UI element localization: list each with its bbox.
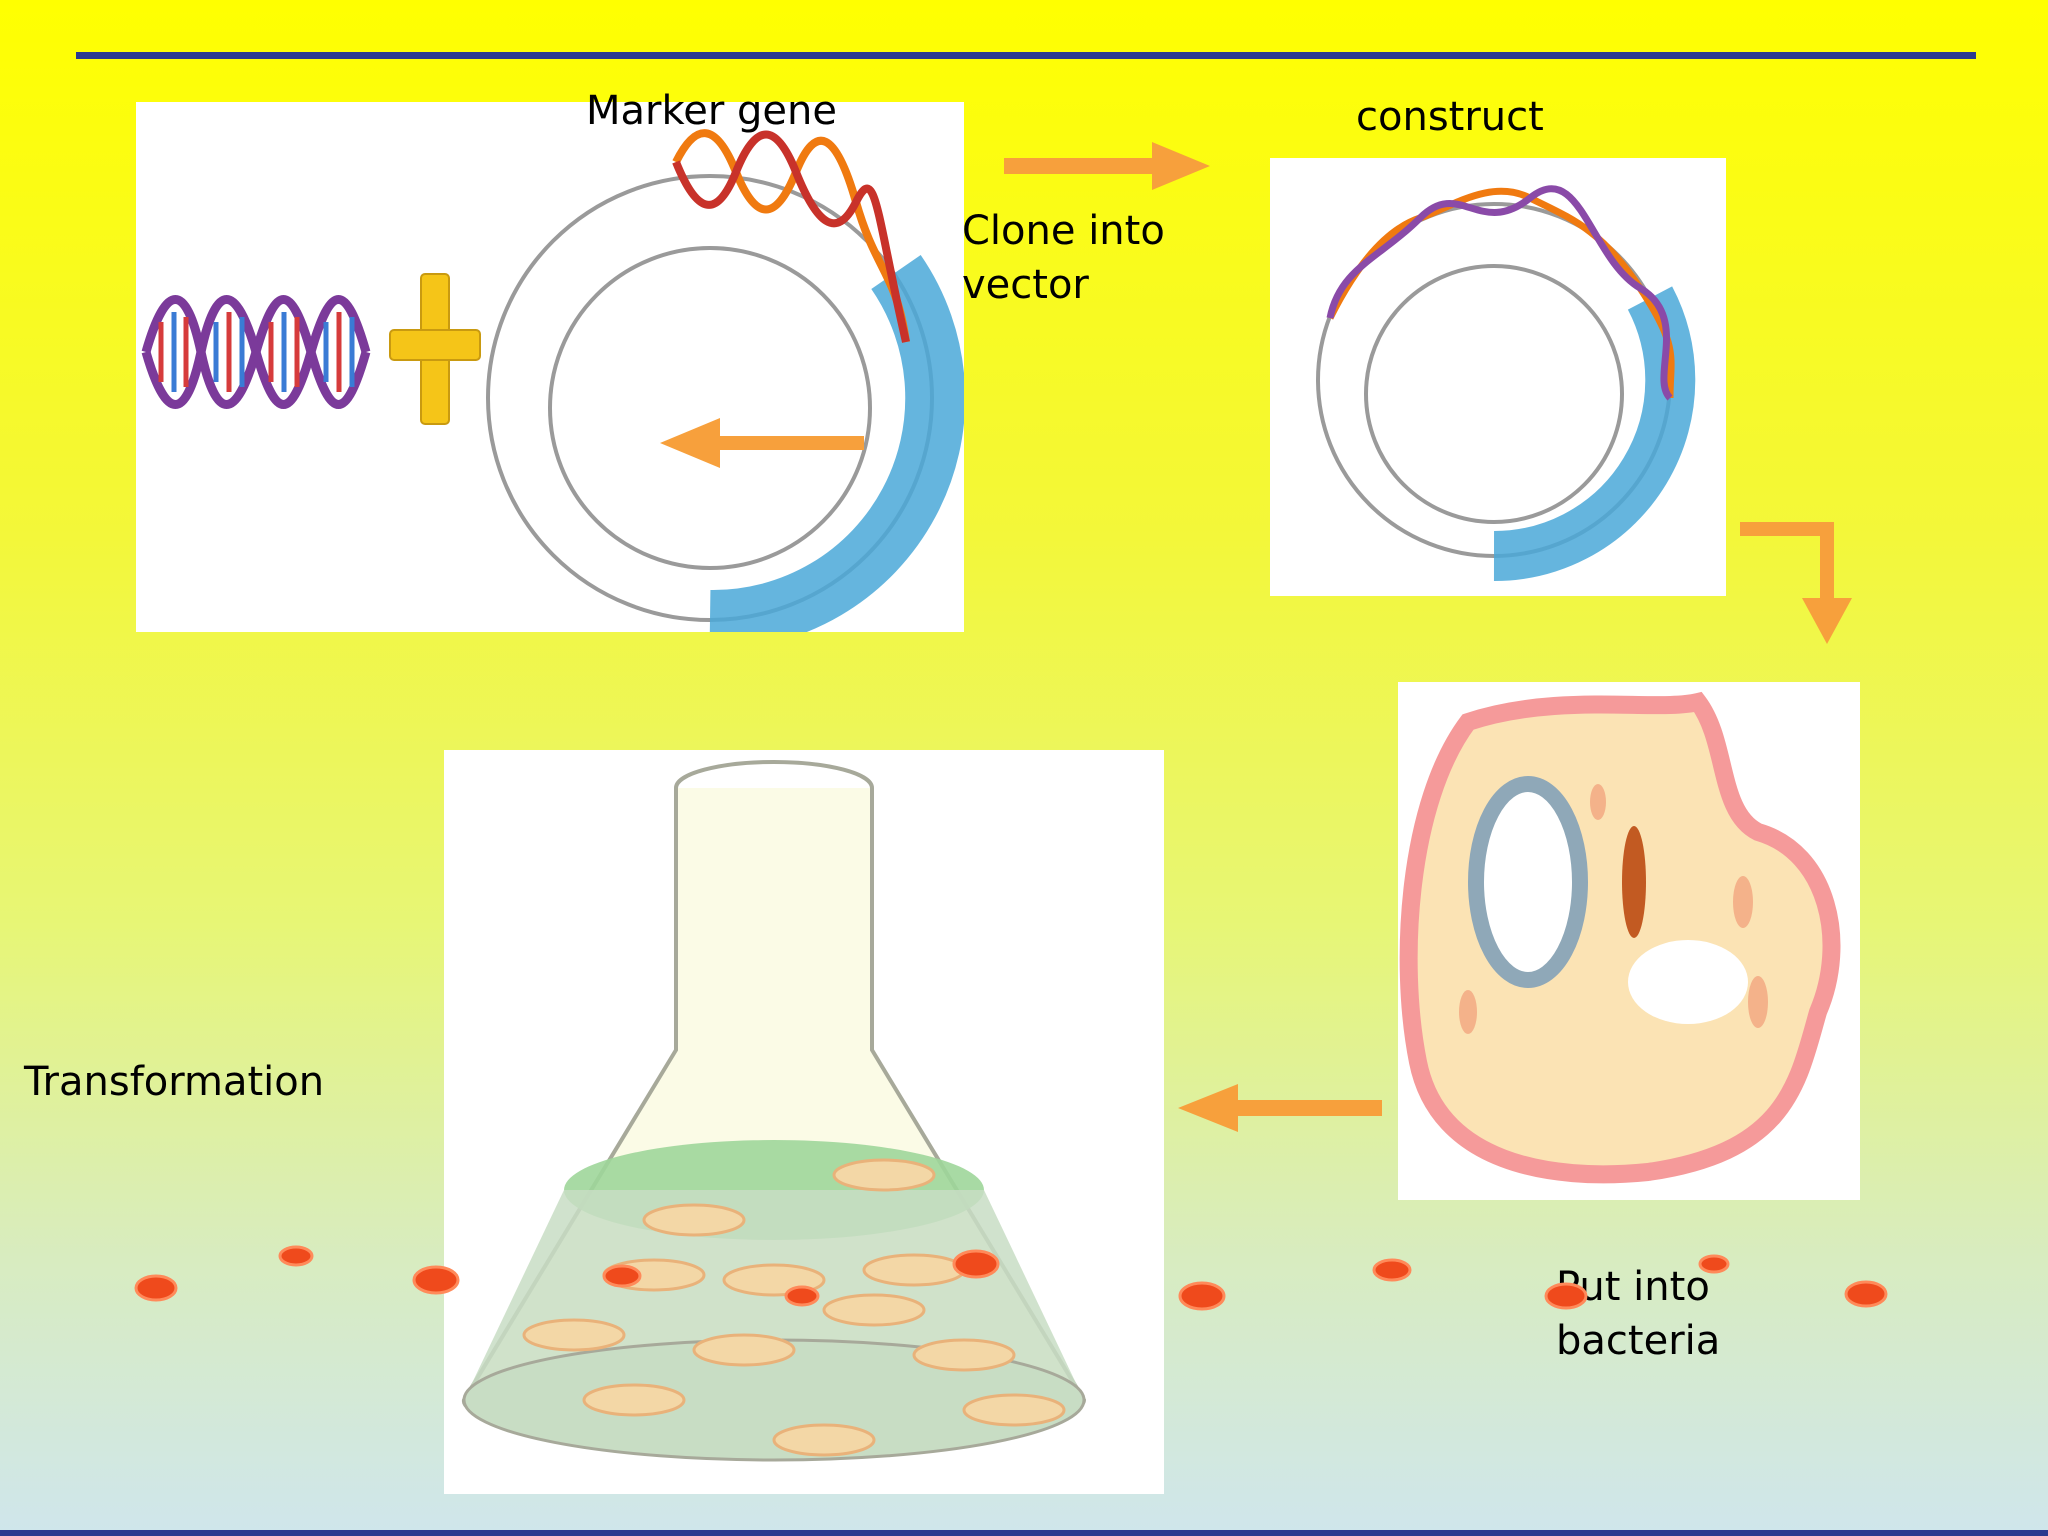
clone-into-vector-line-1: Clone into xyxy=(962,208,1165,254)
construct-label: construct xyxy=(1356,94,1544,140)
erlenmeyer-flask-icon xyxy=(462,760,1087,1462)
construct-panel xyxy=(1270,158,1726,596)
put-into-bacteria-line-1: Put into xyxy=(1556,1264,1710,1310)
red-dot xyxy=(134,1274,178,1302)
dna-and-vector-panel xyxy=(136,102,966,651)
dna-double-helix-icon xyxy=(141,295,371,409)
insert-arrowhead xyxy=(1802,598,1852,644)
transform-arrow xyxy=(1236,1100,1382,1116)
plus-icon xyxy=(389,273,481,425)
bacterium-panel xyxy=(1398,682,1860,1200)
red-dot xyxy=(278,1245,314,1267)
transform-arrowhead xyxy=(1178,1084,1238,1132)
title-rule xyxy=(76,52,1976,59)
insert-arrow-vertical xyxy=(1820,522,1834,604)
clone-arrow xyxy=(1004,158,1154,174)
transformation-label: Transformation xyxy=(24,1059,325,1105)
bacterial-cell-icon xyxy=(1399,691,1841,1184)
red-dot xyxy=(1372,1258,1412,1282)
put-into-bacteria-label: Put into bacteria xyxy=(1556,1260,1720,1368)
put-into-bacteria-line-2: bacteria xyxy=(1556,1318,1721,1364)
clone-arrowhead xyxy=(1152,142,1210,190)
flask-panel xyxy=(444,750,1164,1494)
red-dot xyxy=(1178,1281,1226,1311)
recombinant-plasmid-icon xyxy=(1316,185,1696,582)
red-dot xyxy=(1844,1280,1888,1308)
clone-into-vector-label: Clone into vector xyxy=(962,204,1165,312)
footer-rule xyxy=(0,1530,2048,1536)
plasmid-ring-icon xyxy=(486,129,966,651)
insert-arrow-horizontal xyxy=(1740,522,1834,536)
clone-into-vector-line-2: vector xyxy=(962,262,1089,308)
marker-gene-label: Marker gene xyxy=(586,88,837,134)
